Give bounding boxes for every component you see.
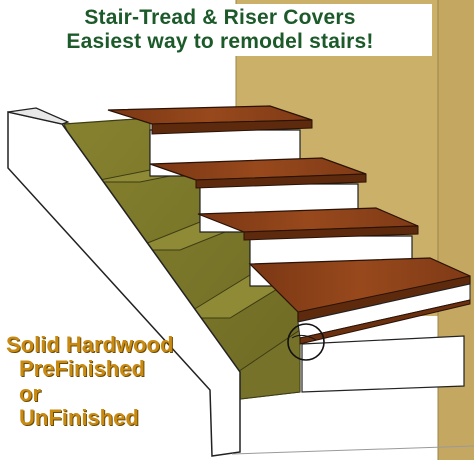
nosing-highlight-circle	[287, 323, 325, 361]
caption-prefinished: PreFinished	[19, 356, 145, 381]
title-line-2: Easiest way to remodel stairs!	[66, 30, 374, 53]
title-line-1: Stair-Tread & Riser Covers	[84, 6, 356, 29]
caption-or: or	[19, 381, 41, 406]
riser-4	[301, 335, 465, 393]
caption-unfinished: UnFinished	[19, 405, 139, 430]
white-stringer	[7, 111, 241, 457]
side-wall	[438, 0, 474, 460]
caption-solid-hardwood: Solid Hardwood	[6, 332, 174, 357]
title-box	[70, 4, 432, 56]
